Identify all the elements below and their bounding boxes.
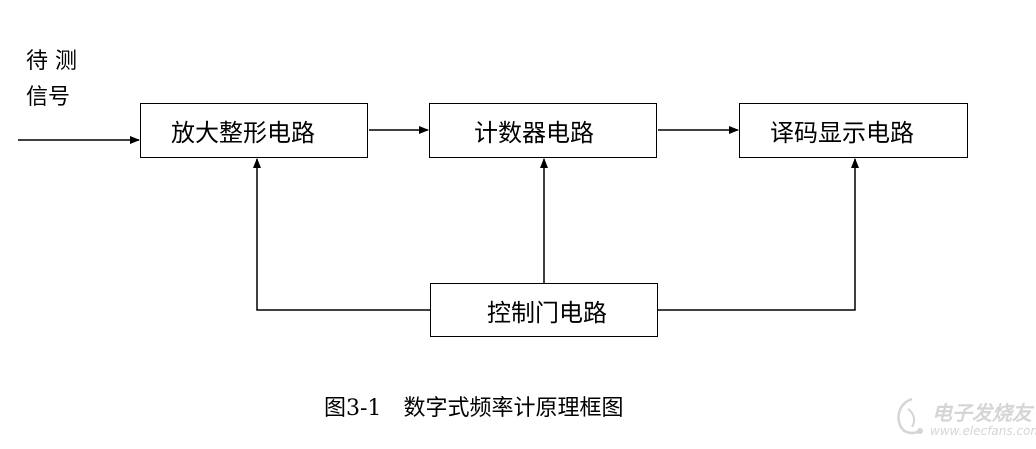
decoder-display-label: 译码显示电路 bbox=[770, 119, 914, 147]
control-gate-label: 控制门电路 bbox=[487, 298, 607, 327]
control-gate-block: 控制门电路 bbox=[430, 283, 658, 337]
watermark-url: www.elecfans.com bbox=[930, 424, 1036, 438]
watermark: 电子发烧友 www.elecfans.com bbox=[890, 393, 1036, 443]
decoder-display-block: 译码显示电路 bbox=[739, 103, 968, 158]
counter-block: 计数器电路 bbox=[429, 103, 657, 158]
figure-number: 图3-1 bbox=[324, 396, 382, 421]
counter-label: 计数器电路 bbox=[474, 119, 594, 147]
control-to-amp-arrow bbox=[253, 158, 430, 311]
figure-title: 数字式频率计原理框图 bbox=[403, 396, 624, 421]
watermark-brand: 电子发烧友 bbox=[932, 401, 1032, 425]
control-to-decoder-arrow bbox=[658, 158, 859, 311]
input-signal-label-line2: 信号 bbox=[26, 85, 71, 110]
watermark-logo-icon bbox=[897, 397, 923, 435]
input-signal-label-line1: 待 测 bbox=[26, 49, 77, 74]
figure-caption: 图3-1 数字式频率计原理框图 bbox=[324, 390, 623, 422]
amplifier-shaping-label: 放大整形电路 bbox=[171, 119, 315, 147]
amplifier-shaping-block: 放大整形电路 bbox=[140, 103, 368, 158]
